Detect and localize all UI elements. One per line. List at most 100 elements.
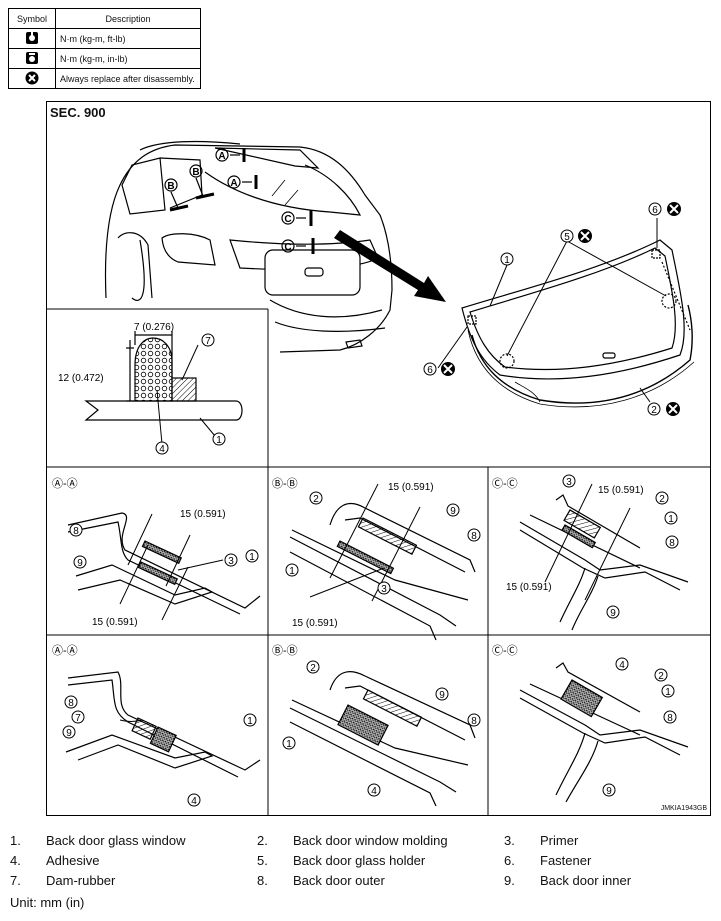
torque-wrench-small-icon [26,51,38,64]
section-label-c: Ⓒ-Ⓒ [492,477,518,490]
dimension-15: 15 (0.591) [506,582,552,593]
grid-lines [46,308,711,816]
callout-8: 8 [64,695,78,709]
callout-4: 4 [367,783,381,797]
adhesive-detail [84,331,243,445]
section-c-top [519,483,689,631]
svg-text:4: 4 [191,796,197,807]
section-title: SEC. 900 [50,105,106,120]
callout-3: 3 [224,553,238,567]
svg-text:C: C [284,214,291,225]
dimension-width: 7 (0.276) [134,322,174,333]
symbol-cell [8,28,56,49]
section-label-a: Ⓐ-Ⓐ [52,477,78,490]
section-label-b: Ⓑ-Ⓑ [272,477,298,490]
replace-x-icon [441,362,455,376]
svg-text:9: 9 [77,558,83,569]
callout-9: 9 [606,605,620,619]
svg-text:1: 1 [504,255,510,266]
section-b-top [289,483,476,641]
legend-number: 7. [10,873,21,888]
svg-text:9: 9 [66,728,72,739]
svg-text:9: 9 [610,608,616,619]
svg-text:9: 9 [450,506,456,517]
svg-text:1: 1 [247,716,253,727]
legend-number: 8. [257,873,268,888]
callout-2: 2 [654,668,668,682]
callout-9: 9 [62,725,76,739]
adhesive-callouts: 7 4 1 [155,333,226,455]
replace-markers [441,202,681,416]
section-a-top [67,512,261,621]
svg-text:A: A [218,151,225,162]
callout-8: 8 [467,713,481,727]
svg-text:1: 1 [249,552,255,563]
diagram-frame [46,101,711,816]
legend-number: 9. [504,873,515,888]
svg-text:2: 2 [651,405,657,416]
legend-text: Fastener [540,853,592,868]
callout-4: 4 [187,793,201,807]
callout-1: 1 [661,684,675,698]
dimension-15: 15 (0.591) [388,482,434,493]
torque-wrench-icon [26,31,38,44]
callout-6: 6 [423,362,437,376]
figure-code: JMKIA1943GB [660,805,707,812]
callout-3: 3 [377,581,391,595]
legend-text: Back door outer [293,873,385,888]
callout-9: 9 [446,503,460,517]
replace-x-icon [578,229,592,243]
dimension-15: 15 (0.591) [292,618,338,629]
legend-text: Back door inner [540,873,632,888]
callout-numbers: 1 5 6 6 2 [423,202,662,416]
legend-row: 7. Dam-rubber 8. Back door outer 9. Back… [10,873,710,893]
legend-text: Dam-rubber [46,873,116,888]
svg-text:2: 2 [310,663,316,674]
callout-1: 1 [664,511,678,525]
replace-x-icon [25,71,39,84]
section-label-c: Ⓒ-Ⓒ [492,644,518,657]
callout-1: 1 [245,549,259,563]
svg-text:1: 1 [289,566,295,577]
callout-7: 7 [201,333,215,347]
svg-text:6: 6 [652,205,658,216]
symbol-cell [8,68,56,89]
section-c-bottom [519,662,689,803]
symbol-description: Always replace after disassembly. [55,68,201,89]
svg-text:1: 1 [286,739,292,750]
legend-text: Adhesive [46,853,100,868]
callout-1: 1 [243,713,257,727]
legend-number: 2. [257,833,268,848]
callout-8: 8 [69,523,83,537]
svg-text:8: 8 [667,713,673,724]
legend-number: 1. [10,833,21,848]
vehicle-rear-illustration [104,140,393,353]
svg-text:9: 9 [439,690,445,701]
svg-text:2: 2 [313,494,319,505]
svg-text:1: 1 [216,435,222,446]
callout-2: 2 [309,491,323,505]
section-a-top-callouts: 8 9 3 1 [69,523,259,569]
callout-2: 2 [655,491,669,505]
callout-1: 1 [212,432,226,446]
legend-row: 4. Adhesive 5. Back door glass holder 6.… [10,853,710,873]
vehicle-callouts: A A B B C C [164,148,315,254]
callout-1: 1 [282,736,296,750]
svg-text:3: 3 [566,477,572,488]
svg-text:4: 4 [159,444,165,455]
svg-text:9: 9 [606,786,612,797]
glass-window-illustration [437,218,695,408]
callout-4: 4 [615,657,629,671]
callout-8: 8 [663,710,677,724]
section-label-b: Ⓑ-Ⓑ [272,644,298,657]
section-c-bottom-callouts: 4 2 1 8 9 [602,657,677,797]
svg-text:C: C [284,242,291,253]
svg-text:2: 2 [658,671,664,682]
svg-text:1: 1 [668,514,674,525]
svg-text:8: 8 [471,531,477,542]
section-c-top-callouts: 3 2 1 8 9 [562,474,679,619]
symbol-table: Symbol Description N·m (kg-m, ft-lb) N·m… [8,8,201,89]
dimension-15: 15 (0.591) [598,485,644,496]
svg-text:7: 7 [75,713,81,724]
callout-5: 5 [560,229,574,243]
